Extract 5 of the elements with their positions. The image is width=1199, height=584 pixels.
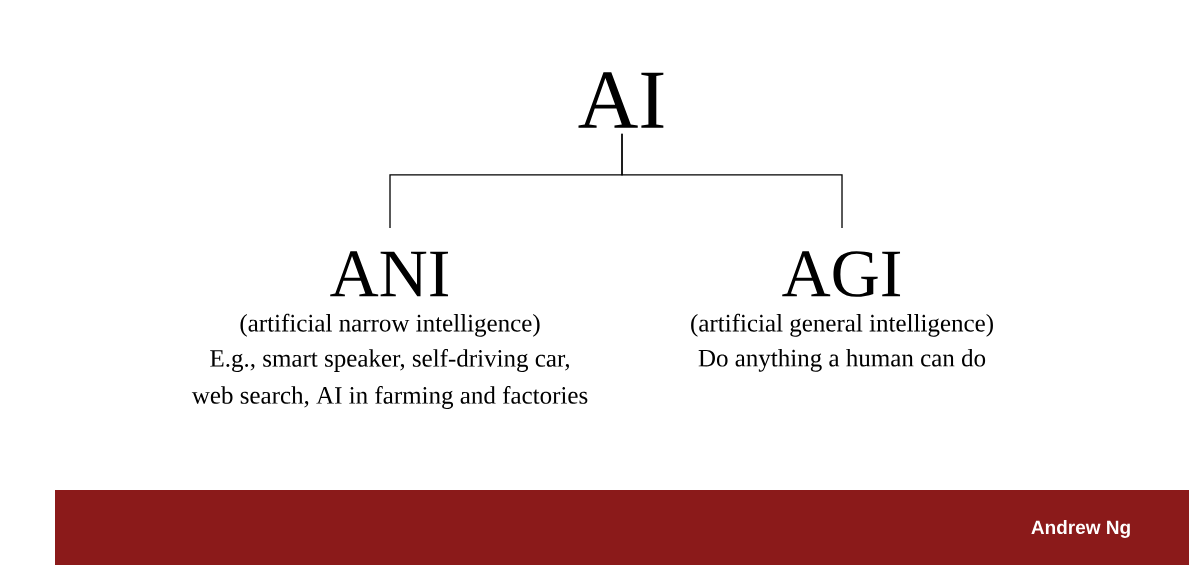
category-text: ANI (artificial narrow intelligence) E.g., smart speaker, self-driving car, web search, AI in farming and factories — [191, 251, 588, 409]
heading: AI — [578, 72, 664, 128]
footer-band: Andrew Ng — [55, 490, 1189, 565]
connector-line — [621, 133, 843, 229]
category-text: AGI (artificial general intelligence) Do anything a human can do — [691, 251, 993, 372]
